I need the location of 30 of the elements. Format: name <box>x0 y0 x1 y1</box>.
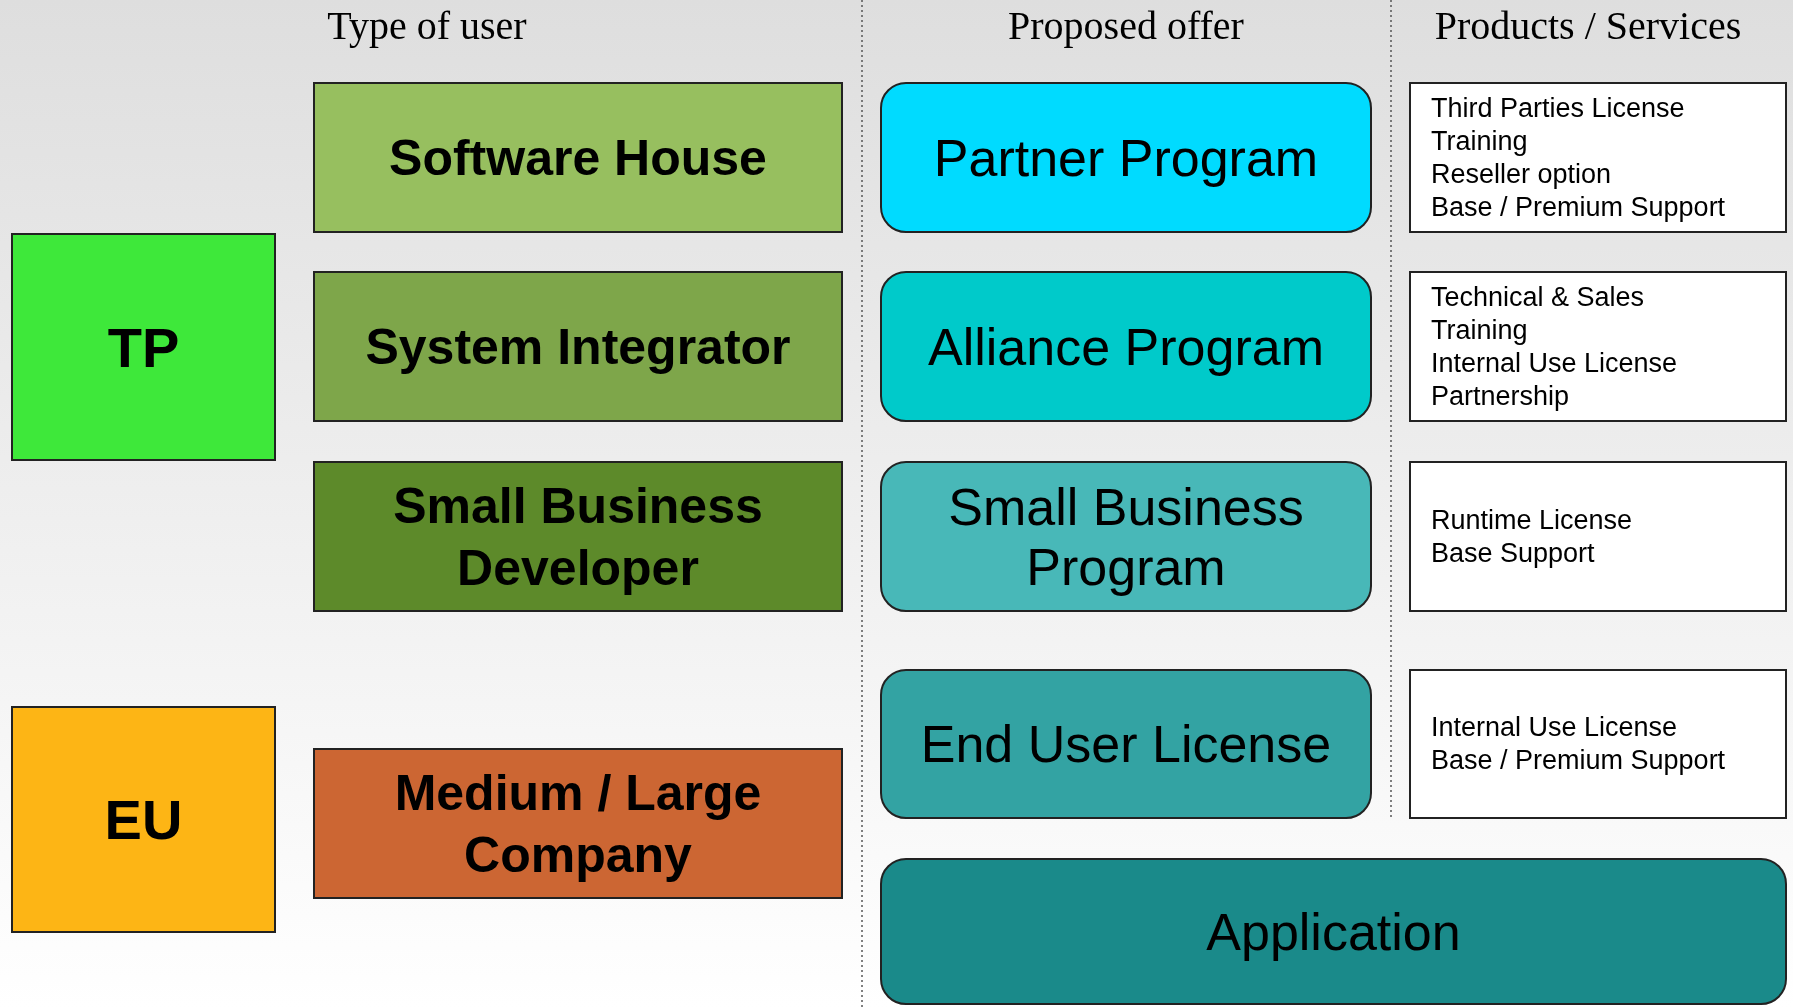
list-item: Internal Use License <box>1431 346 1678 380</box>
list-item: Training <box>1431 313 1528 347</box>
product-list-panel <box>1409 461 1787 612</box>
product-list-panel <box>1409 271 1787 422</box>
offer-box: Partner Program <box>880 82 1372 233</box>
list-item: Training <box>1431 124 1528 158</box>
column-header: Products / Services <box>1434 2 1742 49</box>
list-item: Technical & Sales <box>1431 280 1645 314</box>
column-header: Type of user <box>327 2 527 49</box>
list-item: Runtime License <box>1431 503 1633 537</box>
category-box: TP <box>11 233 276 461</box>
product-list-panel <box>1409 82 1787 233</box>
user-type-box: Small Business Developer <box>313 461 843 612</box>
list-item: Base Support <box>1431 536 1595 570</box>
list-item: Partnership <box>1431 379 1570 413</box>
offer-box: Application <box>880 858 1787 1005</box>
list-item: Internal Use License <box>1431 711 1678 744</box>
user-type-box: System Integrator <box>313 271 843 422</box>
product-list-panel <box>1409 669 1787 819</box>
list-item: Base / Premium Support <box>1431 190 1726 224</box>
user-type-box: Software House <box>313 82 843 233</box>
offer-box: End User License <box>880 669 1372 819</box>
column-header: Proposed offer <box>1008 2 1244 49</box>
category-box: EU <box>11 706 276 933</box>
offer-box: Small Business Program <box>880 461 1372 612</box>
list-item: Reseller option <box>1431 157 1612 191</box>
user-type-box: Medium / Large Company <box>313 748 843 899</box>
list-item: Base / Premium Support <box>1431 744 1726 777</box>
list-item: Third Parties License <box>1431 91 1685 125</box>
offer-box: Alliance Program <box>880 271 1372 422</box>
